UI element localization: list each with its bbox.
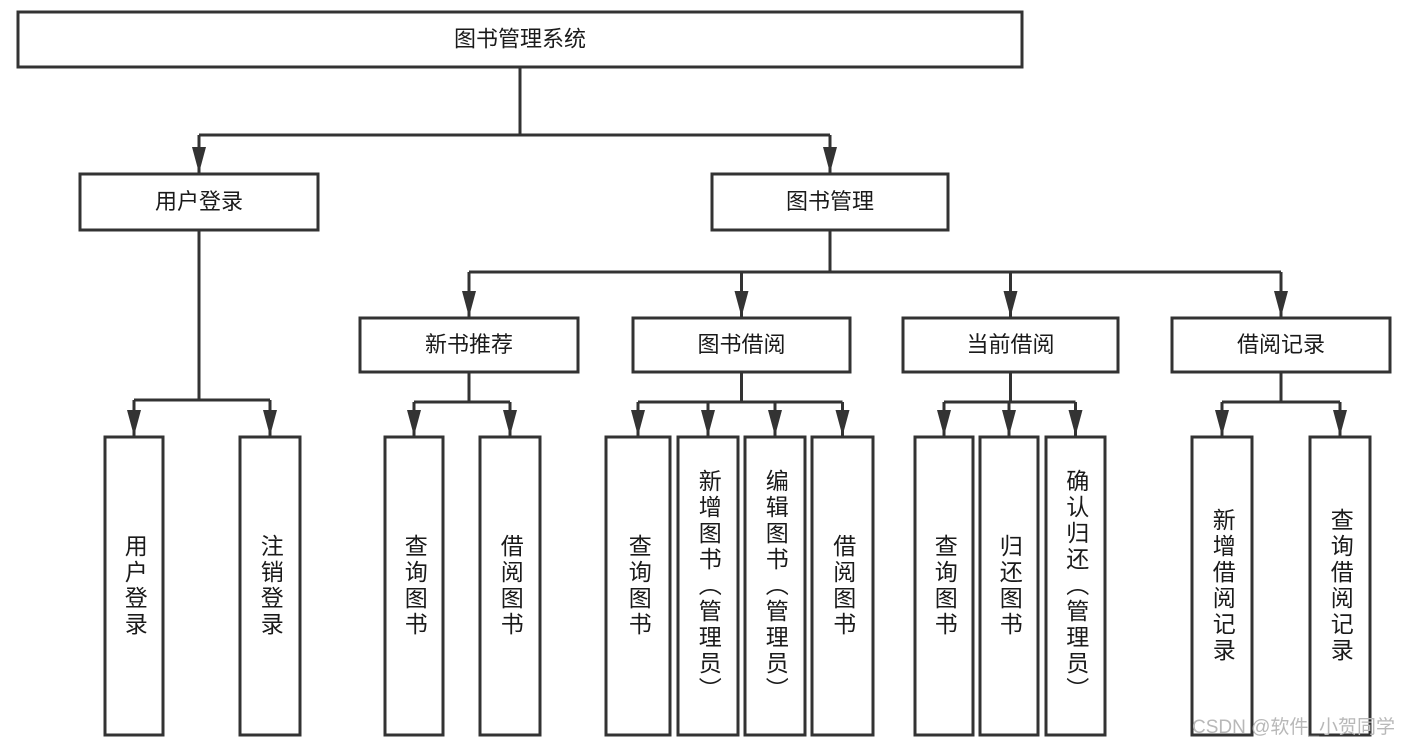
node-leaf-7[interactable]	[810, 435, 875, 737]
arrow-head-icon	[823, 147, 837, 173]
arrow-head-icon	[631, 410, 645, 436]
arrow-head-icon	[192, 147, 206, 173]
node-level2-1[interactable]	[710, 172, 950, 232]
arrow-head-icon	[768, 410, 782, 436]
node-leaf-0[interactable]	[103, 435, 165, 737]
node-level3-1-label: 图书借阅	[697, 332, 785, 357]
node-leaf-12[interactable]	[1308, 435, 1372, 737]
arrow-head-icon	[701, 410, 715, 436]
arrow-head-icon	[503, 410, 517, 436]
arrow-head-icon	[937, 410, 951, 436]
node-leaf-9[interactable]	[978, 435, 1040, 737]
arrow-head-icon	[1274, 291, 1288, 317]
node-level3-1[interactable]	[631, 316, 852, 374]
boxes-layer	[16, 10, 1392, 737]
node-level3-3[interactable]	[1170, 316, 1392, 374]
node-root-system-label: 图书管理系统	[454, 26, 586, 51]
arrow-head-icon	[462, 291, 476, 317]
node-level3-0-label: 新书推荐	[425, 332, 513, 357]
node-root-system[interactable]	[16, 10, 1024, 69]
connectors-layer	[127, 67, 1347, 436]
node-level3-3-label: 借阅记录	[1237, 332, 1325, 357]
arrow-head-icon	[127, 410, 141, 436]
node-leaf-8[interactable]	[913, 435, 975, 737]
node-leaf-6[interactable]	[743, 435, 807, 737]
node-level2-0-label: 用户登录	[155, 189, 243, 214]
node-leaf-10[interactable]	[1044, 435, 1107, 737]
node-leaf-4[interactable]	[604, 435, 672, 737]
node-leaf-2[interactable]	[383, 435, 445, 737]
arrow-head-icon	[1333, 410, 1347, 436]
arrow-head-icon	[1068, 410, 1083, 436]
arrow-head-icon	[1003, 291, 1018, 317]
node-level3-2-label: 当前借阅	[966, 332, 1054, 357]
node-level2-0[interactable]	[78, 172, 320, 232]
node-leaf-11[interactable]	[1190, 435, 1254, 737]
node-leaf-1[interactable]	[238, 435, 302, 737]
node-level3-0[interactable]	[358, 316, 580, 374]
arrow-head-icon	[1002, 410, 1016, 436]
node-leaf-3[interactable]	[478, 435, 542, 737]
node-leaf-5[interactable]	[676, 435, 740, 737]
arrow-head-icon	[1215, 410, 1229, 436]
arrow-head-icon	[835, 410, 850, 436]
csdn-watermark: CSDN @软件_小贺同学	[1192, 717, 1395, 738]
arrow-head-icon	[407, 410, 421, 436]
arrow-head-icon	[263, 410, 277, 436]
node-level2-1-label: 图书管理	[786, 189, 874, 214]
node-level3-2[interactable]	[901, 316, 1120, 374]
arrow-head-icon	[734, 291, 749, 317]
